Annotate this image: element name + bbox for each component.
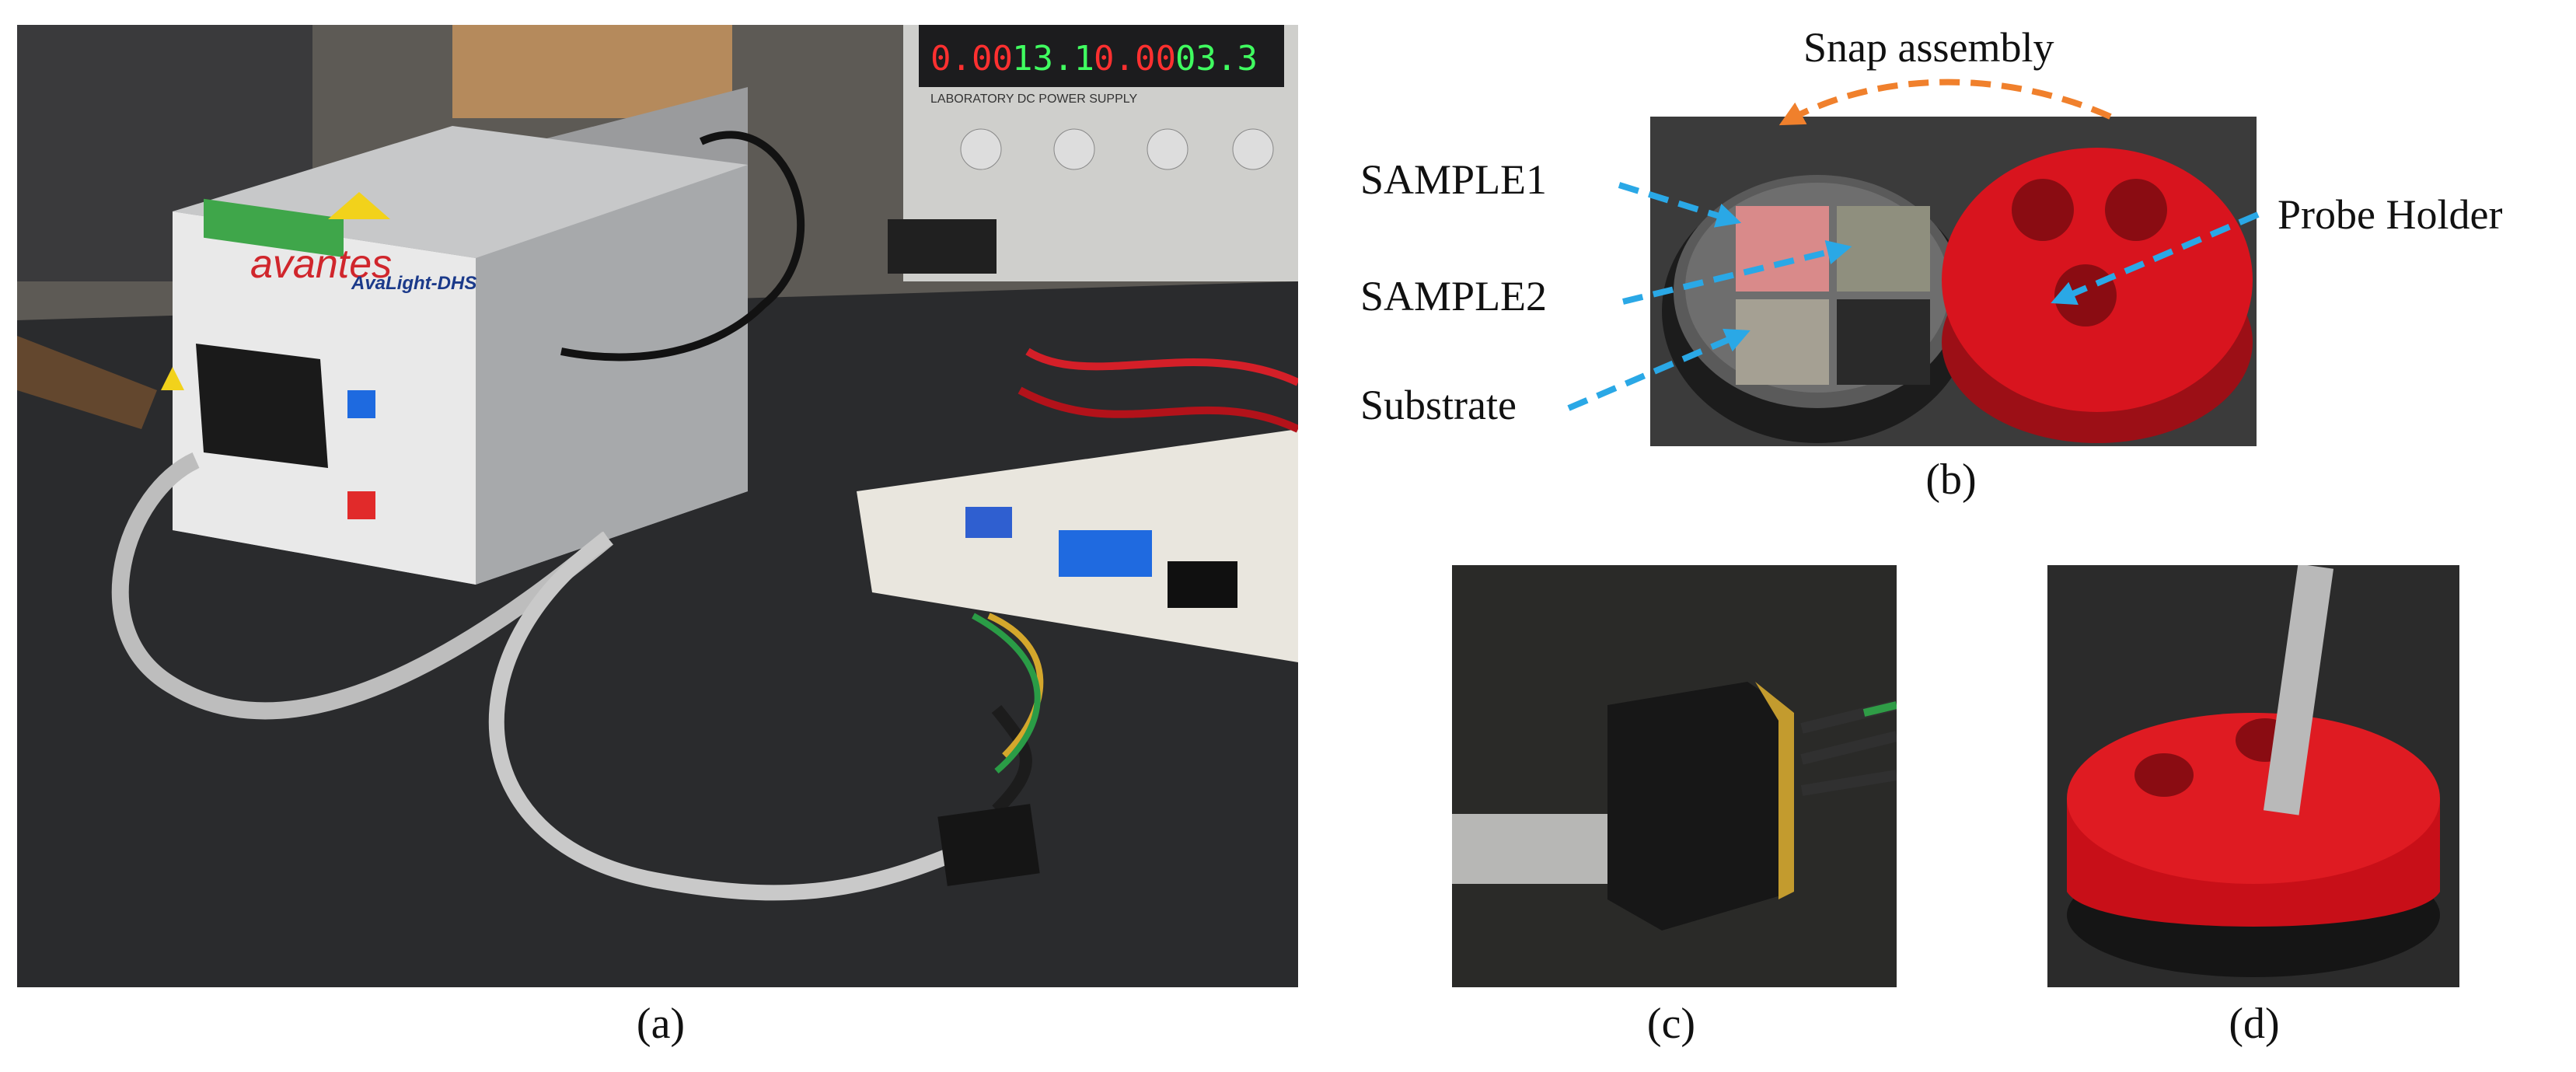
substrate-square [1736, 299, 1829, 385]
caption-d: (d) [2229, 1000, 2280, 1048]
svg-text:0.00: 0.00 [1094, 39, 1176, 79]
svg-text:03.3: 03.3 [1175, 39, 1258, 79]
photo-panel-c [1452, 565, 1897, 987]
sample2-square [1837, 206, 1930, 292]
sample-holder-photo [1650, 117, 2257, 446]
power-supply-display: 0.00 13.1 0.00 03.3 [930, 39, 1258, 79]
brand-logo: avantes [250, 242, 392, 287]
model-label: AvaLight-DHS [351, 273, 476, 294]
probe-body [1607, 682, 1794, 931]
power-supply-label: LABORATORY DC POWER SUPPLY [930, 93, 1137, 106]
light-source-box: avantes AvaLight-DHS [161, 87, 748, 585]
caption-c: (c) [1646, 1000, 1696, 1048]
caption-a: (a) [636, 1000, 686, 1048]
label-sample1: SAMPLE1 [1360, 156, 1548, 203]
label-sample2: SAMPLE2 [1360, 273, 1548, 320]
svg-text:0.00: 0.00 [930, 39, 1013, 79]
label-substrate: Substrate [1360, 382, 1517, 428]
fiber-connector [1452, 814, 1631, 884]
probe-in-holder-photo [2047, 565, 2459, 987]
caption-b: (b) [1925, 456, 1977, 504]
fiber-cable [111, 452, 614, 720]
label-snap-assembly: Snap assembly [1803, 24, 2054, 71]
probe-block [937, 804, 1040, 886]
photo-panel-b [1650, 117, 2257, 446]
photo-panel-a: 0.00 13.1 0.00 03.3 LABORATORY DC POWER … [17, 25, 1298, 987]
snap-assembly-arrow [1778, 79, 2112, 126]
sample1-square [1736, 206, 1829, 292]
breadboard [857, 429, 1298, 662]
lab-setup-photo: 0.00 13.1 0.00 03.3 LABORATORY DC POWER … [17, 25, 1298, 987]
probe-rod [2263, 565, 2334, 815]
svg-text:13.1: 13.1 [1012, 39, 1094, 79]
label-probe-holder: Probe Holder [2278, 191, 2503, 238]
photo-panel-d [2047, 565, 2459, 987]
probe-photo [1452, 565, 1897, 987]
